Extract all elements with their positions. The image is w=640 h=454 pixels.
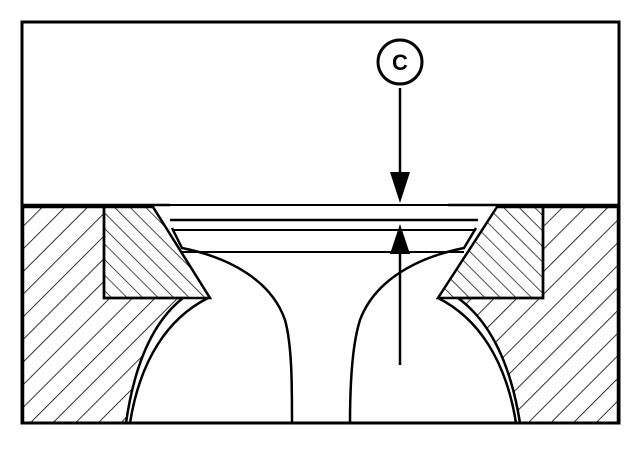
right-valve-seat-insert [435, 205, 545, 300]
dimension-arrow-down-head [390, 172, 410, 203]
callout-label-c: C [392, 50, 408, 75]
right-head-section [454, 205, 620, 425]
valve-head-left-profile [170, 227, 294, 424]
callout-circle [376, 38, 424, 86]
dimension-arrow-up-head [390, 224, 410, 254]
valve-head-right-profile [348, 227, 478, 424]
left-valve-seat-insert [102, 205, 213, 300]
left-chamber-curve [128, 296, 209, 424]
right-chamber-curve [437, 296, 518, 424]
